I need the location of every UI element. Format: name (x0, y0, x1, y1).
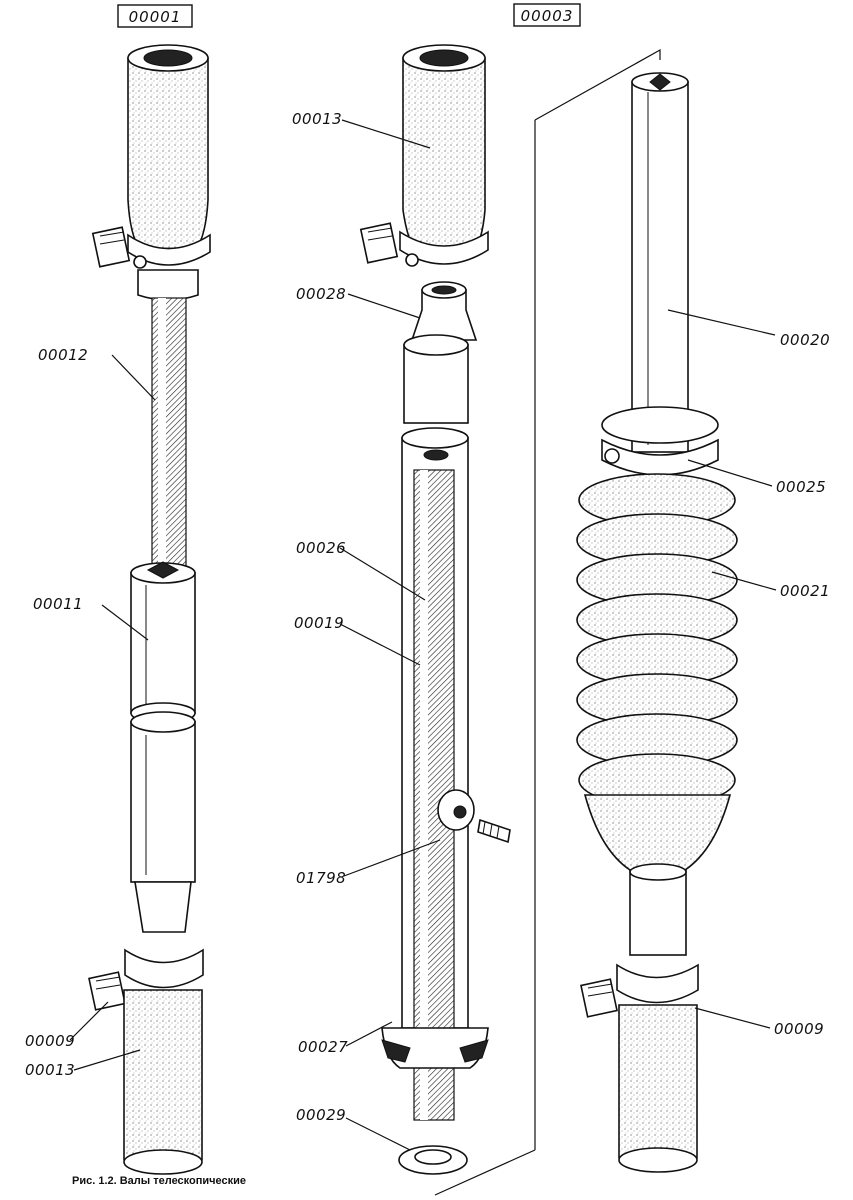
figure-caption: Рис. 1.2. Валы телескопические (72, 1175, 246, 1187)
label-00013-left: 00013 (25, 1061, 75, 1079)
middle-shaft-assembly (359, 44, 511, 1175)
assembly-label-00003: 00003 (513, 3, 581, 27)
assembly-label-00003-text: 00003 (521, 7, 574, 25)
right-bellows (576, 473, 738, 871)
left-collar (137, 269, 199, 301)
label-00027: 00027 (298, 1038, 348, 1056)
left-top-clamp (91, 226, 211, 269)
label-00029: 00029 (296, 1106, 346, 1124)
left-tube-lower (130, 721, 196, 883)
assembly-label-00001-text: 00001 (129, 8, 182, 26)
left-shaft-assembly (88, 44, 211, 1175)
middle-top-boot (402, 57, 486, 259)
left-thin-shaft (151, 297, 187, 571)
label-00013-middle: 00013 (292, 110, 342, 128)
left-top-boot (127, 57, 209, 251)
label-00011-left: 00011 (33, 595, 83, 613)
middle-sleeve (403, 344, 469, 424)
left-tube-upper (130, 572, 196, 714)
label-00019: 00019 (294, 614, 344, 632)
left-taper (134, 881, 192, 933)
right-bottom-tube (618, 1004, 698, 1172)
label-00025: 00025 (776, 478, 826, 496)
right-boot-clamp (601, 438, 719, 476)
left-top-boot-bore (143, 49, 193, 67)
right-lower-shaft (629, 869, 687, 956)
label-00012: 00012 (38, 346, 88, 364)
middle-top-clamp (359, 222, 489, 267)
left-bottom-clamp (88, 948, 204, 1011)
label-00021: 00021 (780, 582, 830, 600)
label-00028: 00028 (296, 285, 346, 303)
assembly-frame-lines (434, 48, 661, 1196)
left-bottom-tube (123, 989, 203, 1174)
label-00026: 00026 (296, 539, 346, 557)
right-bottom-clamp (580, 963, 699, 1022)
middle-clamp-bolt (437, 789, 511, 844)
right-boot-collar (601, 406, 719, 444)
right-square-shaft (631, 81, 689, 453)
right-shaft-assembly (576, 72, 738, 1173)
leader-lines (69, 119, 777, 1151)
label-00009-right: 00009 (774, 1020, 824, 1038)
label-00020: 00020 (780, 331, 830, 349)
label-01798: 01798 (296, 869, 346, 887)
assembly-label-00001: 00001 (117, 4, 193, 28)
label-00009-left: 00009 (25, 1032, 75, 1050)
